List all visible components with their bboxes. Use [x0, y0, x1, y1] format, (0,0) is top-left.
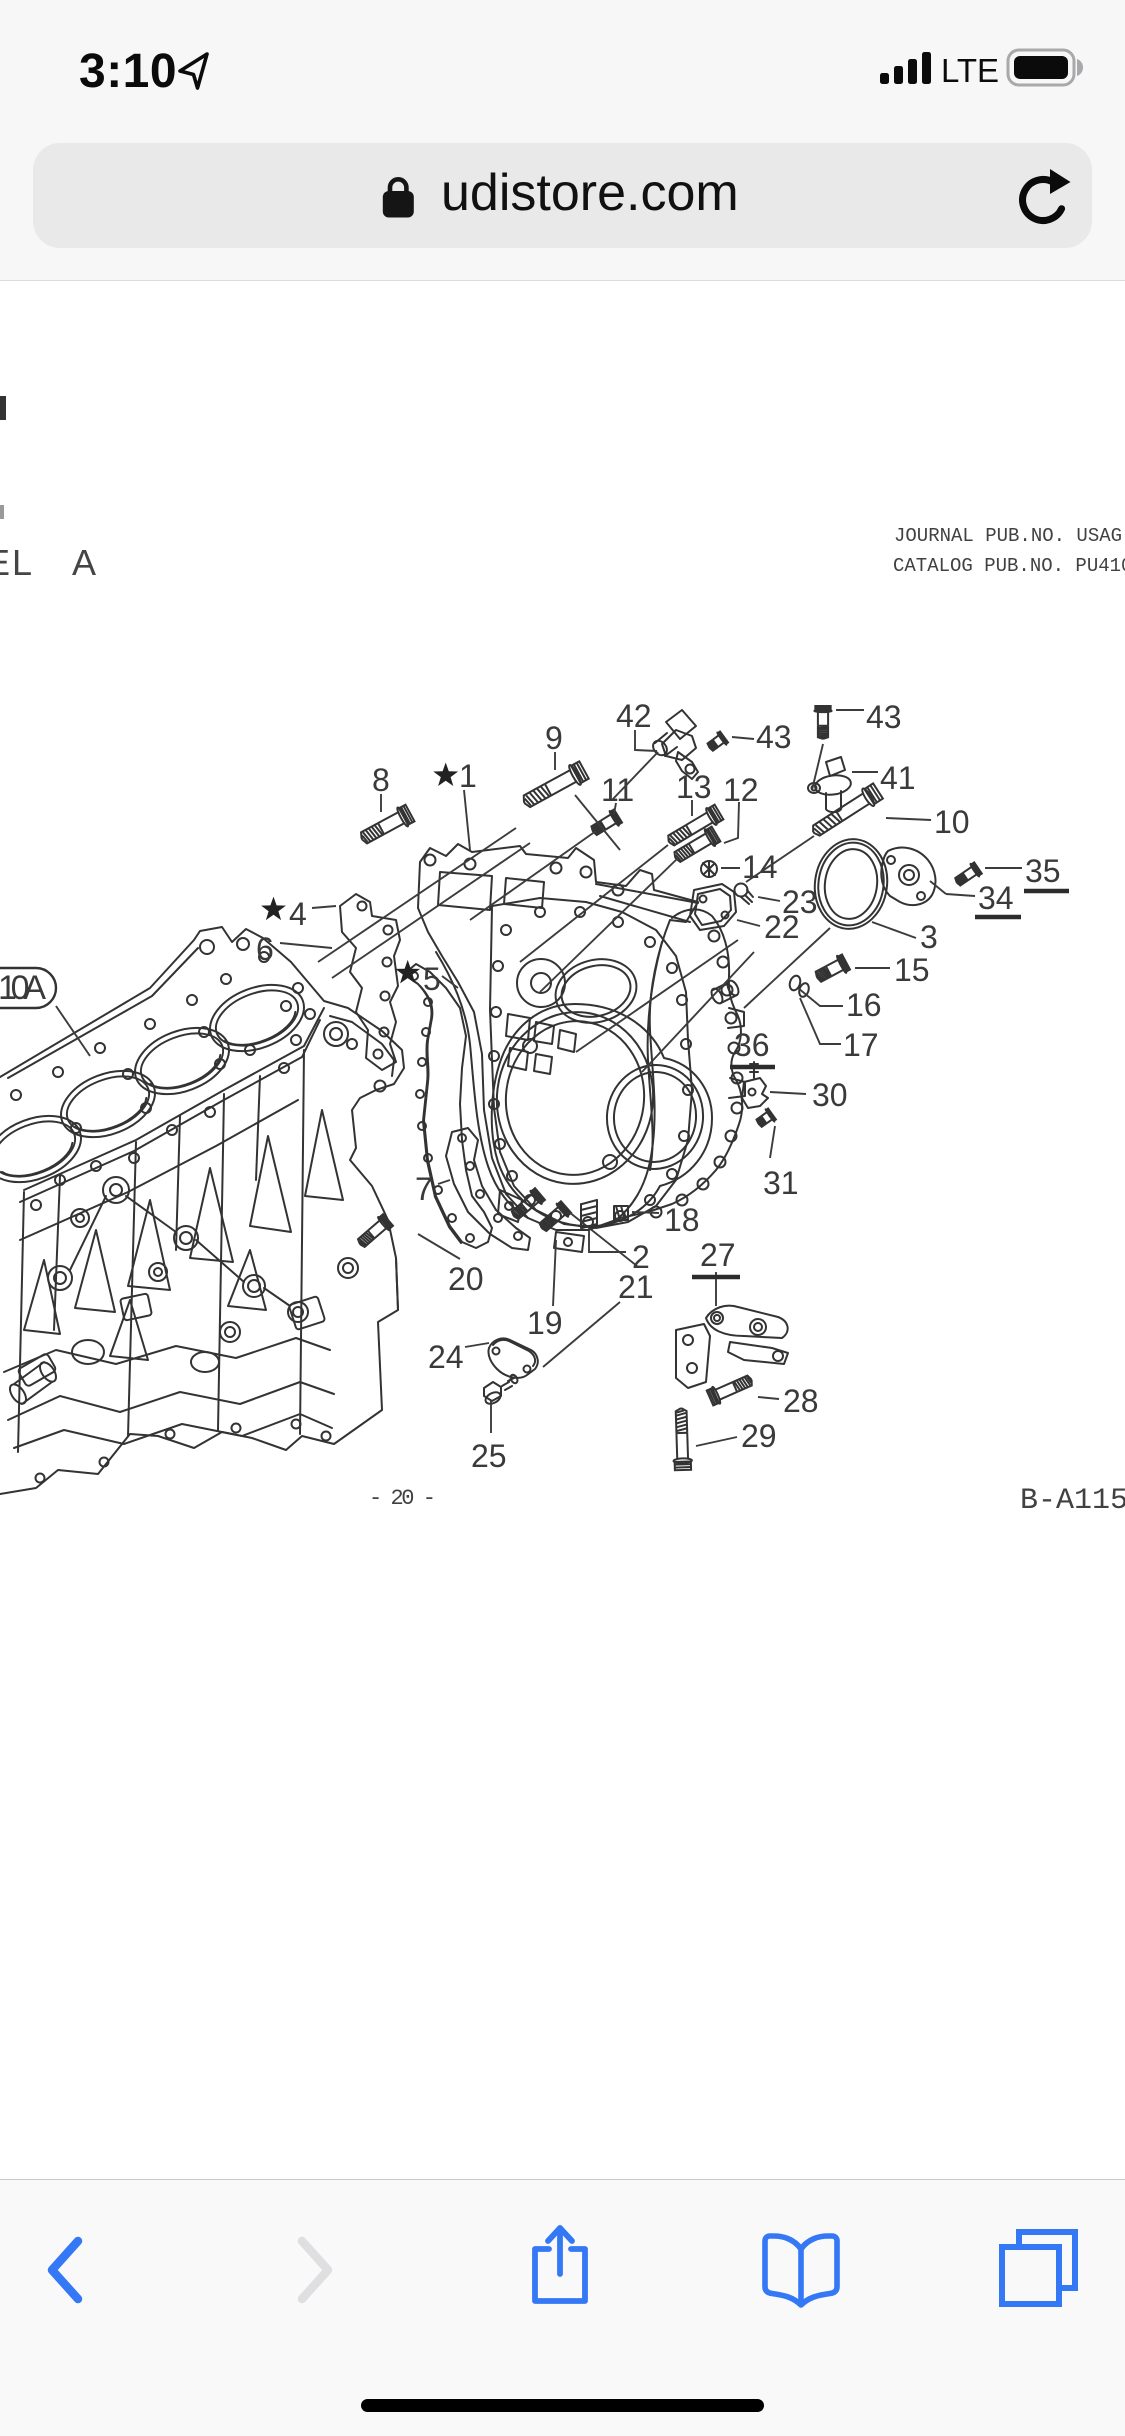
svg-text:8: 8 [372, 762, 390, 798]
svg-text:LTE: LTE [941, 52, 999, 89]
svg-text:34: 34 [978, 880, 1014, 916]
svg-text:23: 23 [782, 884, 818, 920]
svg-text:17: 17 [843, 1027, 879, 1063]
svg-text:43: 43 [756, 719, 792, 755]
svg-text:25: 25 [471, 1438, 507, 1474]
svg-text:CATALOG PUB.NO. PU410G: CATALOG PUB.NO. PU410G [893, 555, 1125, 577]
svg-text:12: 12 [723, 772, 759, 808]
svg-text:14: 14 [742, 849, 778, 885]
svg-text:15: 15 [894, 952, 930, 988]
svg-text:16: 16 [846, 987, 882, 1023]
svg-text:1: 1 [459, 758, 477, 794]
svg-text:42: 42 [616, 698, 652, 734]
svg-text:27: 27 [700, 1237, 736, 1273]
svg-text:4: 4 [289, 896, 307, 932]
svg-text:EL: EL [0, 542, 34, 583]
svg-text:36: 36 [734, 1027, 770, 1063]
svg-text:19: 19 [527, 1305, 563, 1341]
svg-text:22: 22 [764, 909, 800, 945]
svg-text:31: 31 [763, 1165, 799, 1201]
svg-text:13: 13 [676, 769, 712, 805]
svg-text:JOURNAL PUB.NO. USAG: JOURNAL PUB.NO. USAG [894, 525, 1122, 547]
svg-text:20: 20 [448, 1261, 484, 1297]
svg-text:21: 21 [618, 1269, 654, 1305]
svg-text:11: 11 [601, 772, 634, 808]
svg-text:18: 18 [664, 1202, 700, 1238]
svg-text:3: 3 [920, 919, 938, 955]
svg-text:24: 24 [428, 1339, 464, 1375]
svg-text:30: 30 [812, 1077, 848, 1113]
svg-text:10: 10 [934, 804, 970, 840]
svg-text:43: 43 [866, 699, 902, 735]
svg-text:9: 9 [545, 720, 563, 756]
svg-text:2: 2 [632, 1239, 650, 1275]
svg-text:41: 41 [880, 760, 916, 796]
svg-text:10A: 10A [0, 969, 46, 1007]
svg-text:A: A [72, 542, 96, 583]
svg-text:28: 28 [783, 1383, 819, 1419]
svg-text:7: 7 [415, 1171, 433, 1207]
svg-text:6: 6 [256, 931, 274, 967]
svg-text:35: 35 [1025, 853, 1061, 889]
svg-text:B-A115A: B-A115A [1020, 1484, 1125, 1518]
svg-text:- 20 -: - 20 - [369, 1486, 436, 1511]
svg-text:29: 29 [741, 1418, 777, 1454]
svg-text:5: 5 [423, 961, 441, 997]
